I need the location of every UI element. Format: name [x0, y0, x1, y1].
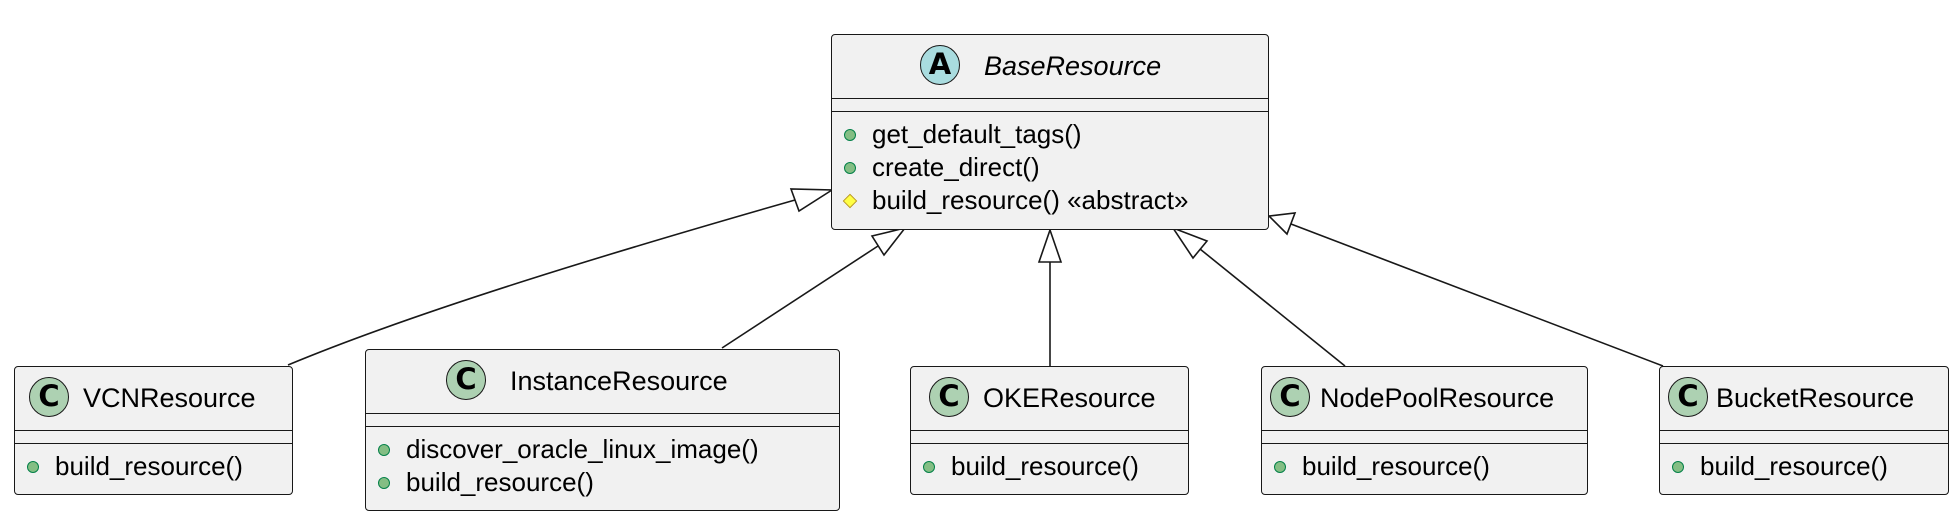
methods-section: build_resource() — [1262, 444, 1587, 491]
divider — [832, 111, 1268, 112]
public-visibility-icon — [1274, 461, 1286, 473]
class-name: BaseResource — [984, 51, 1162, 81]
method-row: get_default_tags() — [832, 118, 1268, 151]
protected-visibility-icon — [842, 193, 858, 209]
class-name: OKEResource — [983, 383, 1156, 413]
class-header: A BaseResource — [832, 35, 1268, 98]
method-text: build_resource() — [951, 451, 1139, 481]
method-row: build_resource() — [911, 450, 1188, 483]
class-name: InstanceResource — [510, 366, 728, 396]
divider — [911, 430, 1188, 431]
divider — [1262, 443, 1587, 444]
arrowhead-vcn — [789, 188, 835, 213]
method-text: build_resource() — [1302, 451, 1490, 481]
divider — [1660, 443, 1948, 444]
class-instance-resource[interactable]: C InstanceResource discover_oracle_linux… — [365, 349, 840, 511]
public-visibility-icon — [923, 461, 935, 473]
class-vcn-resource[interactable]: C VCNResource build_resource() — [14, 366, 293, 495]
public-visibility-icon — [844, 129, 856, 141]
class-name: NodePoolResource — [1320, 383, 1555, 413]
class-stereotype-icon: C — [446, 360, 486, 400]
class-header: C NodePoolResource — [1262, 367, 1587, 430]
class-oke-resource[interactable]: C OKEResource build_resource() — [910, 366, 1189, 495]
class-base-resource[interactable]: A BaseResource get_default_tags() create… — [831, 34, 1269, 230]
methods-section: build_resource() — [911, 444, 1188, 491]
public-visibility-icon — [1672, 461, 1684, 473]
divider — [911, 443, 1188, 444]
class-bucket-resource[interactable]: C BucketResource build_resource() — [1659, 366, 1949, 495]
fields-section — [1262, 431, 1587, 443]
class-name: VCNResource — [83, 383, 256, 413]
arrowhead-nodepool — [1170, 226, 1209, 260]
class-header: C InstanceResource — [366, 350, 839, 413]
method-row: build_resource() — [15, 450, 292, 483]
edge-instance-to-base — [721, 245, 879, 349]
class-nodepool-resource[interactable]: C NodePoolResource build_resource() — [1261, 366, 1588, 495]
class-header: C VCNResource — [15, 367, 292, 430]
method-text: build_resource() — [406, 467, 594, 497]
method-row: build_resource() — [366, 466, 839, 499]
method-text: get_default_tags() — [872, 119, 1082, 149]
fields-section — [15, 431, 292, 443]
methods-section: discover_oracle_linux_image() build_reso… — [366, 427, 839, 507]
method-text: build_resource() «abstract» — [872, 185, 1189, 215]
method-text: discover_oracle_linux_image() — [406, 434, 759, 464]
divider — [832, 98, 1268, 99]
class-stereotype-icon: C — [1668, 377, 1708, 417]
method-row: build_resource() «abstract» — [832, 184, 1268, 217]
fields-section — [832, 99, 1268, 111]
divider — [366, 413, 839, 414]
methods-section: get_default_tags() create_direct() build… — [832, 112, 1268, 225]
methods-section: build_resource() — [15, 444, 292, 491]
divider — [366, 426, 839, 427]
public-visibility-icon — [378, 444, 390, 456]
class-header: C BucketResource — [1660, 367, 1948, 430]
class-stereotype-icon: C — [1270, 377, 1310, 417]
method-row: create_direct() — [832, 151, 1268, 184]
class-stereotype-icon: C — [929, 377, 969, 417]
method-text: create_direct() — [872, 152, 1040, 182]
abstract-stereotype-icon: A — [920, 45, 960, 85]
fields-section — [366, 414, 839, 426]
method-row: build_resource() — [1660, 450, 1948, 483]
class-stereotype-icon: C — [29, 377, 69, 417]
fields-section — [911, 431, 1188, 443]
fields-section — [1660, 431, 1948, 443]
class-header: C OKEResource — [911, 367, 1188, 430]
methods-section: build_resource() — [1660, 444, 1948, 491]
edge-bucket-to-base — [1290, 223, 1664, 367]
divider — [15, 443, 292, 444]
divider — [1262, 430, 1587, 431]
class-name: BucketResource — [1716, 383, 1915, 413]
arrowhead-oke — [1037, 227, 1063, 263]
arrowhead-instance — [870, 226, 908, 257]
method-row: build_resource() — [1262, 450, 1587, 483]
method-row: discover_oracle_linux_image() — [366, 433, 839, 466]
method-text: build_resource() — [1700, 451, 1888, 481]
public-visibility-icon — [378, 477, 390, 489]
method-text: build_resource() — [55, 451, 243, 481]
edge-nodepool-to-base — [1199, 248, 1346, 367]
arrowhead-bucket — [1267, 212, 1297, 236]
public-visibility-icon — [844, 162, 856, 174]
edge-vcn-to-base — [287, 199, 796, 366]
divider — [15, 430, 292, 431]
divider — [1660, 430, 1948, 431]
public-visibility-icon — [27, 461, 39, 473]
